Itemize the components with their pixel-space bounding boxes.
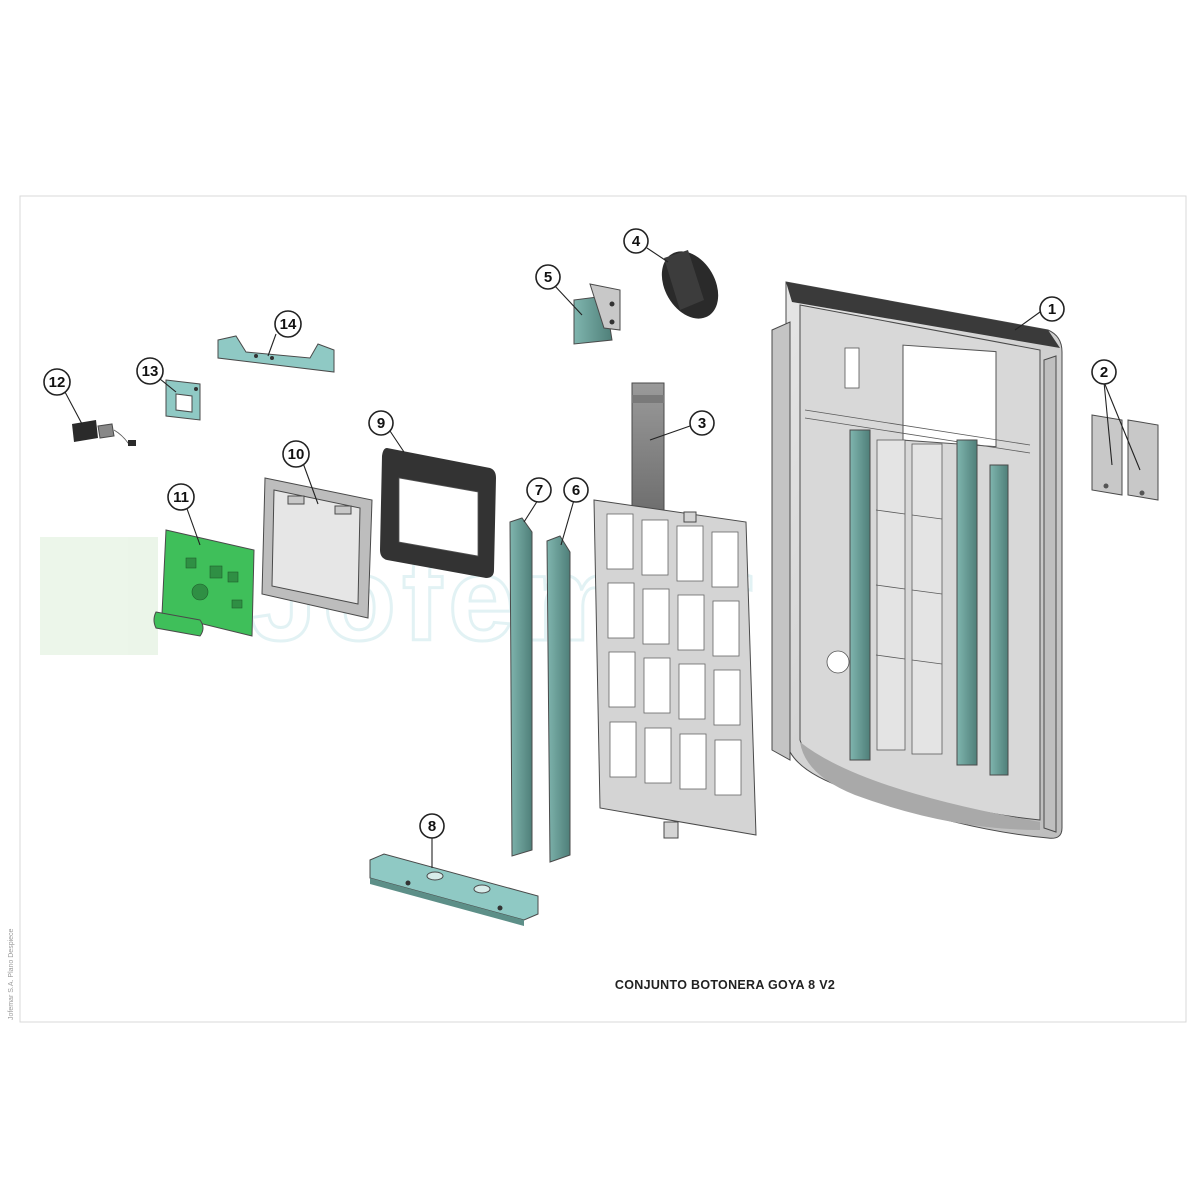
part-1-main-frame <box>771 281 1063 839</box>
svg-text:4: 4 <box>632 233 641 250</box>
callout-1: 1 <box>1039 296 1065 322</box>
callout-4: 4 <box>623 228 649 254</box>
svg-text:6: 6 <box>572 482 580 499</box>
callout-13: 13 <box>136 357 164 385</box>
svg-text:7: 7 <box>535 482 543 499</box>
part-2-side-brackets <box>1091 414 1159 501</box>
part-5-lock-bracket <box>573 283 621 345</box>
svg-text:1: 1 <box>1048 301 1056 318</box>
part-6-right-profile <box>546 535 571 863</box>
callout-12: 12 <box>43 368 71 396</box>
svg-text:10: 10 <box>288 446 305 463</box>
part-4-lock <box>661 250 719 319</box>
callout-2: 2 <box>1091 359 1117 385</box>
svg-text:9: 9 <box>377 415 385 432</box>
part-12-connector <box>72 420 136 447</box>
callout-10: 10 <box>282 440 310 468</box>
drawing-title: CONJUNTO BOTONERA GOYA 8 V2 <box>614 978 836 992</box>
leader-lines <box>64 247 1141 868</box>
svg-text:2: 2 <box>1100 364 1108 381</box>
part-10-display-box <box>261 477 373 619</box>
svg-text:13: 13 <box>142 363 159 380</box>
svg-text:11: 11 <box>173 489 189 506</box>
part-9-display-frame <box>380 448 496 578</box>
callout-8: 8 <box>419 813 445 839</box>
callout-9: 9 <box>368 410 394 436</box>
callout-11: 11 <box>167 483 195 511</box>
keypad-grid-panel <box>593 499 757 839</box>
callout-7: 7 <box>526 477 552 503</box>
drawing-border <box>19 195 1187 1023</box>
part-8-bottom-bracket <box>369 853 539 926</box>
svg-text:5: 5 <box>544 269 552 286</box>
callout-5: 5 <box>535 264 561 290</box>
svg-text:8: 8 <box>428 818 436 835</box>
part-13-small-bracket <box>165 379 201 421</box>
svg-text:12: 12 <box>49 374 66 391</box>
callout-3: 3 <box>689 410 715 436</box>
part-14-top-bracket <box>217 335 335 373</box>
part-11-pcb <box>153 529 255 637</box>
callout-6: 6 <box>563 477 589 503</box>
svg-text:3: 3 <box>698 415 706 432</box>
svg-text:14: 14 <box>280 316 297 333</box>
drawing-credit: Jofemar S.A. Plano Despiece <box>8 928 15 1020</box>
part-7-left-profile <box>509 517 533 857</box>
callout-14: 14 <box>274 310 302 338</box>
